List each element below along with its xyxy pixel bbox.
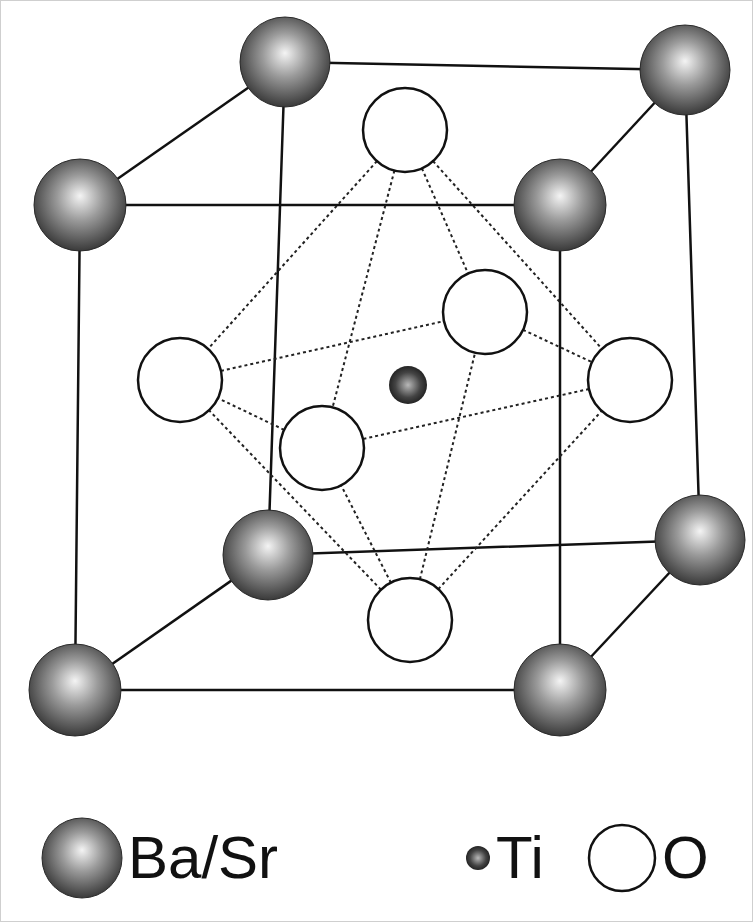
legend-sample-ba-sr <box>42 818 122 898</box>
legend-label: Ti <box>496 828 544 888</box>
ba-sr-atoms <box>29 17 745 736</box>
legend-label: O <box>662 828 709 888</box>
cell-edges <box>75 62 700 690</box>
legend-sample-ti <box>466 846 490 870</box>
octahedron-edges <box>180 130 630 620</box>
legend-label: Ba/Sr <box>128 828 278 888</box>
legend-sample-o <box>589 825 655 891</box>
oxygen-atoms <box>138 88 672 662</box>
titanium-atom <box>389 366 427 404</box>
